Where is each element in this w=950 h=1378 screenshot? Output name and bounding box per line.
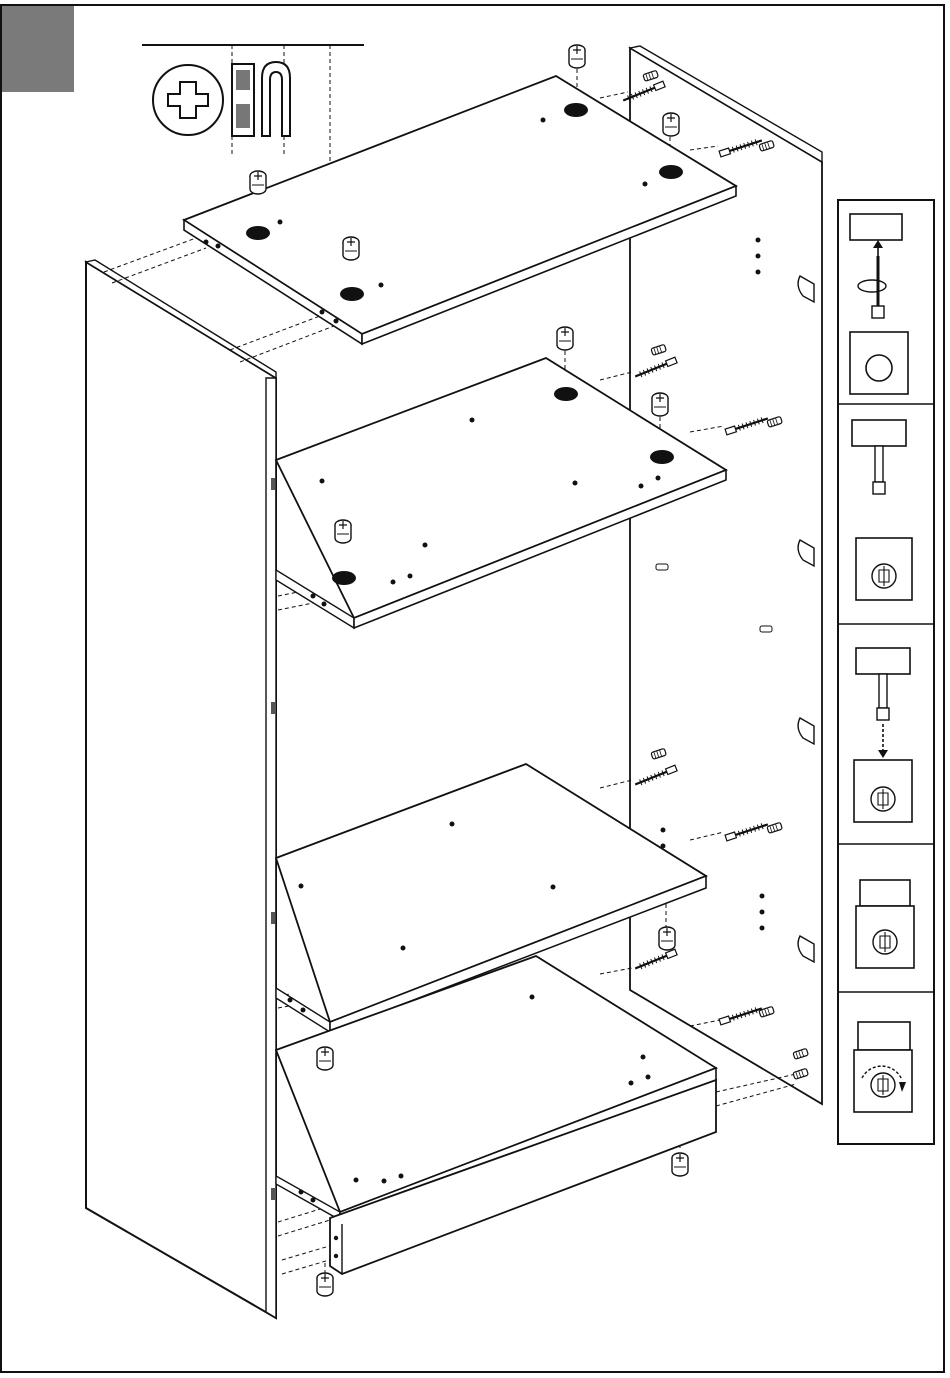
step-marker (2, 6, 74, 92)
cam-lock-tighten-icon (854, 1022, 912, 1112)
left-side-panel (86, 260, 276, 1318)
tool-callout (142, 45, 364, 162)
cam-lock-pair-icon (232, 62, 290, 136)
cam-lock-seated-icon (856, 880, 914, 968)
instruction-panel (838, 200, 934, 1144)
phillips-screwdriver-icon (153, 65, 223, 135)
